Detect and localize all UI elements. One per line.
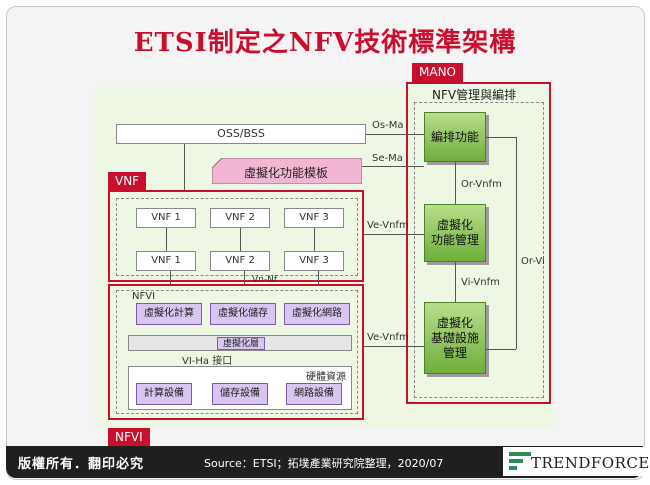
vnf-to-nfvi-line-2 bbox=[244, 271, 245, 284]
mano-dashed-group bbox=[414, 102, 544, 398]
or-vi-line-bottom bbox=[486, 349, 516, 350]
vnf-manager-label: 虛擬化 功能管理 bbox=[430, 218, 479, 247]
storage-equipment-box: 儲存設備 bbox=[212, 383, 268, 405]
nfvi-dashed-group bbox=[116, 290, 358, 414]
page-title: ETSI制定之NFV技術標準架構 bbox=[133, 28, 517, 58]
copyright-notice: 版權所有．翻印必究 bbox=[18, 457, 145, 472]
or-vi-line-right bbox=[516, 137, 517, 349]
nfvi-inner-label: NFVI bbox=[132, 291, 156, 302]
oss-bss-label: OSS/BSS bbox=[217, 127, 265, 140]
vnf-link-1 bbox=[166, 228, 167, 251]
vim-box: 虛擬化 基礎設施 管理 bbox=[424, 302, 486, 374]
oss-bss-box: OSS/BSS bbox=[116, 124, 366, 144]
mano-tag: MANO bbox=[412, 63, 463, 82]
em-box-2: VNF 2 bbox=[210, 251, 270, 271]
source-note: Source：ETSI；拓墣產業研究院整理，2020/07 bbox=[204, 457, 444, 470]
vnf-template-shape bbox=[212, 158, 362, 184]
vnf-template-box: 虛擬化功能模板 bbox=[212, 158, 362, 184]
vn-nf-label: Vn-Nf bbox=[252, 275, 278, 285]
vnf-to-nfvi-line bbox=[170, 271, 171, 284]
vnf-tag: VNF bbox=[108, 172, 147, 191]
em-box-3: VNF 3 bbox=[284, 251, 344, 271]
orchestrator-box: 編排功能 bbox=[424, 112, 486, 162]
vnf-link-3 bbox=[314, 228, 315, 251]
trendforce-logo-icon bbox=[509, 452, 531, 470]
brand-name: TRENDFORCE bbox=[531, 454, 650, 472]
em-box-1: VNF 1 bbox=[136, 251, 196, 271]
virtual-compute-box: 虛擬化計算 bbox=[136, 303, 202, 325]
or-vi-line-top bbox=[486, 137, 516, 138]
nfvi-region bbox=[108, 284, 364, 420]
virtualization-layer-box: 虛擬化層 bbox=[128, 335, 352, 351]
os-ma-label: Os-Ma bbox=[372, 120, 404, 131]
mano-title: NFV管理與編排 bbox=[432, 88, 517, 102]
vnf-manager-box: 虛擬化 功能管理 bbox=[424, 204, 486, 262]
footer-bar: 版權所有．翻印必究 Source：ETSI；拓墣產業研究院整理，2020/07 … bbox=[6, 446, 649, 478]
virtual-network-box: 虛擬化網路 bbox=[284, 303, 350, 325]
vi-ha-label: VI-Ha 接口 bbox=[182, 356, 233, 367]
se-ma-label: Se-Ma bbox=[372, 153, 403, 164]
ve-vnfm-label-1: Ve-Vnfm bbox=[367, 220, 409, 231]
network-equipment-box: 網路設備 bbox=[286, 383, 342, 405]
se-ma-line bbox=[362, 166, 424, 167]
brand-logo: TRENDFORCE bbox=[503, 447, 649, 476]
ve-vnfm-line-1 bbox=[364, 234, 424, 235]
vnf-template-label: 虛擬化功能模板 bbox=[244, 166, 329, 180]
virtual-storage-box: 虛擬化儲存 bbox=[210, 303, 276, 325]
nfvi-tag: NFVI bbox=[108, 428, 150, 447]
oss-to-vnf-line bbox=[184, 144, 185, 190]
hardware-resources-label: 硬體資源 bbox=[306, 372, 346, 383]
vnf-box-3: VNF 3 bbox=[284, 208, 344, 228]
virtualization-layer-label: 虛擬化層 bbox=[217, 337, 265, 350]
ve-vnfm-line-2 bbox=[364, 346, 424, 347]
vnf-dashed-group bbox=[116, 198, 358, 276]
ve-vnfm-label-2: Ve-Vnfm bbox=[367, 332, 409, 343]
vnf-to-nfvi-line-3 bbox=[318, 271, 319, 284]
vnf-region bbox=[108, 190, 364, 282]
or-vnfm-label: Or-Vnfm bbox=[461, 179, 502, 190]
mano-region bbox=[406, 82, 551, 404]
vnf-box-2: VNF 2 bbox=[210, 208, 270, 228]
vim-label: 虛擬化 基礎設施 管理 bbox=[430, 315, 479, 360]
os-ma-line bbox=[366, 134, 424, 135]
vi-vnfm-line bbox=[455, 262, 456, 302]
or-vnfm-line bbox=[455, 162, 456, 204]
vi-vnfm-label: Vi-Vnfm bbox=[461, 277, 500, 288]
vnf-box-1: VNF 1 bbox=[136, 208, 196, 228]
compute-equipment-box: 計算設備 bbox=[136, 383, 192, 405]
vnf-link-2 bbox=[240, 228, 241, 251]
or-vi-label: Or-Vi bbox=[521, 256, 545, 267]
